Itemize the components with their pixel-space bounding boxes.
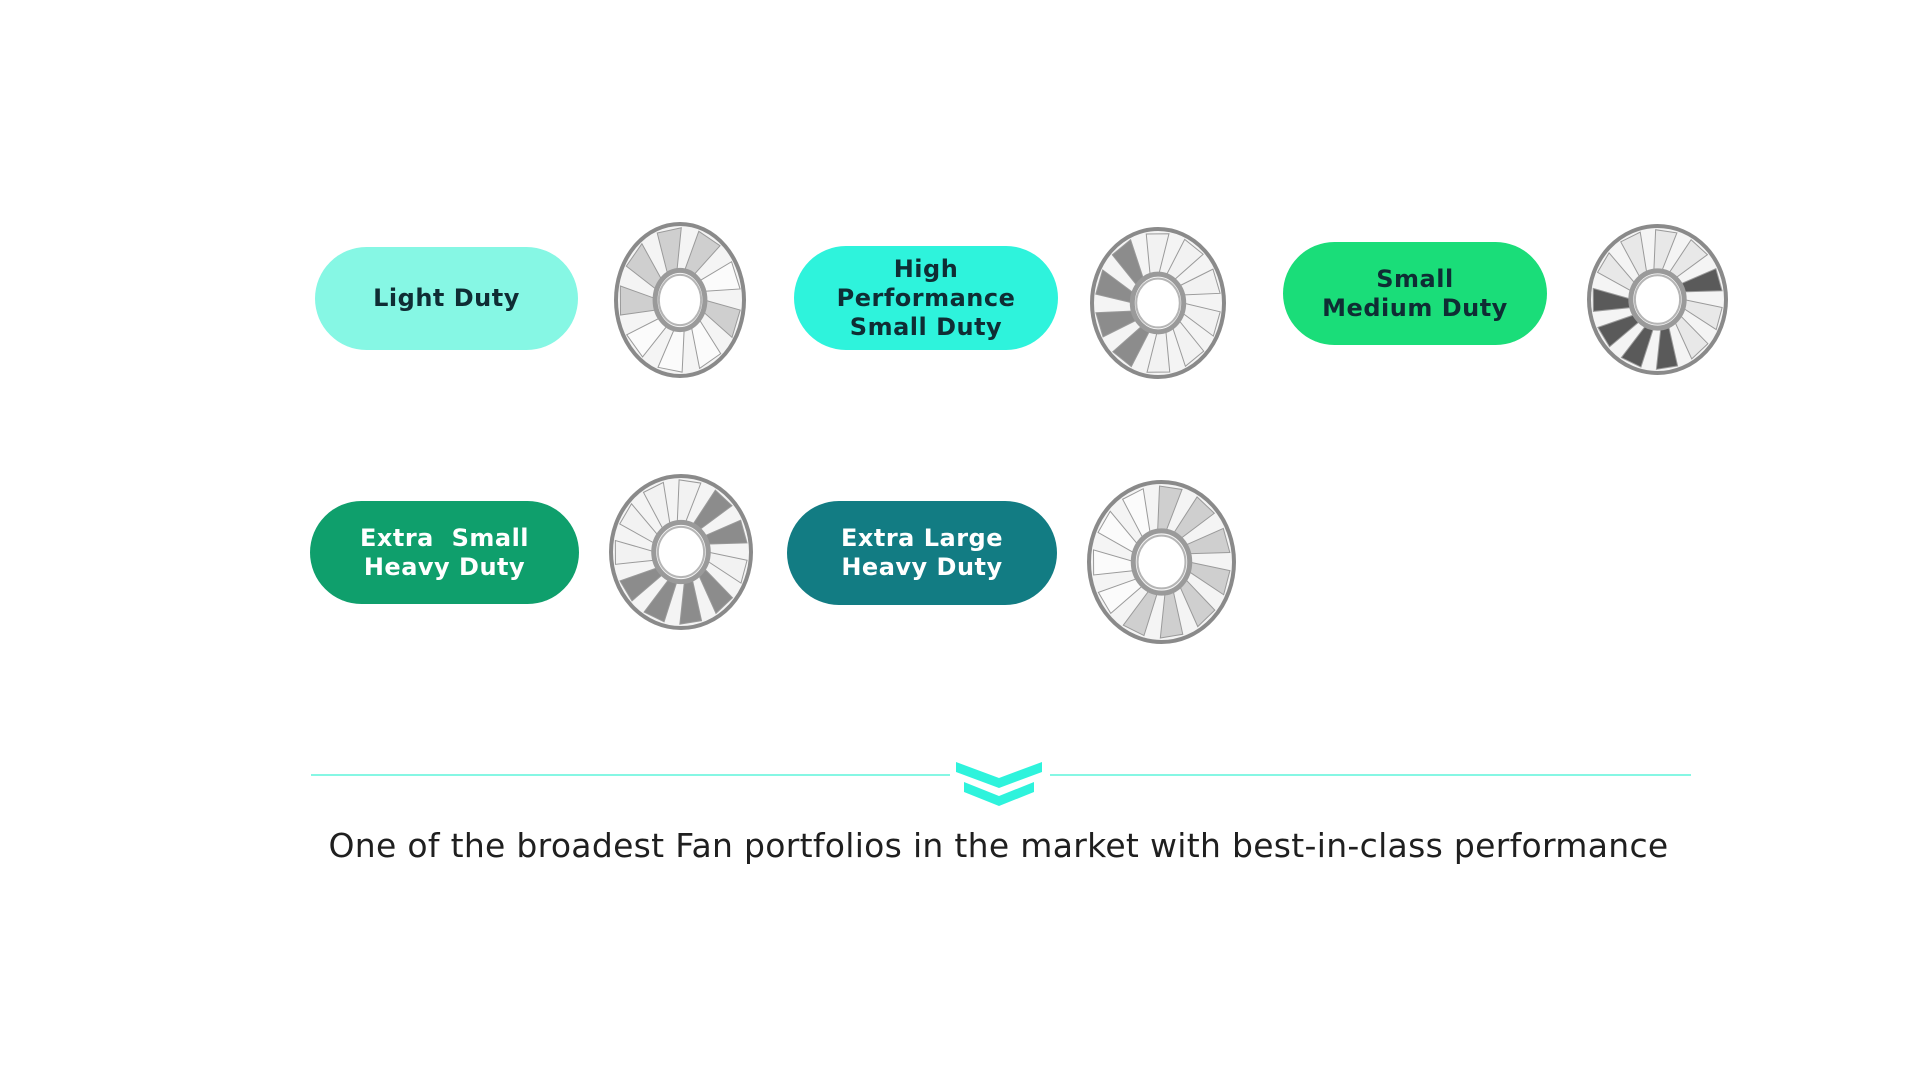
fan-icon: [612, 220, 748, 380]
category-label: Extra Small Heavy Duty: [360, 524, 529, 582]
category-label-line: Medium Duty: [1322, 293, 1508, 322]
category-label-line: High: [893, 254, 959, 283]
category-label: High Performance Small Duty: [837, 255, 1016, 342]
category-label-line: Small: [1376, 264, 1454, 293]
category-label: Light Duty: [373, 284, 520, 313]
category-pill-high-performance-small-duty: High Performance Small Duty: [794, 246, 1058, 350]
category-pill-extra-small-heavy-duty: Extra Small Heavy Duty: [310, 501, 579, 604]
category-label-line: Small Duty: [849, 312, 1003, 341]
category-pill-light-duty: Light Duty: [315, 247, 578, 350]
category-label-line: Heavy Duty: [363, 552, 526, 581]
tagline: One of the broadest Fan portfolios in th…: [328, 826, 1669, 865]
fan-icon: [1085, 478, 1238, 646]
fan-icon: [1585, 222, 1730, 377]
category-pill-small-medium-duty: Small Medium Duty: [1283, 242, 1547, 345]
category-label: Small Medium Duty: [1322, 265, 1508, 323]
fan-icon: [1088, 225, 1228, 381]
category-label: Extra Large Heavy Duty: [841, 524, 1003, 582]
category-pill-extra-large-heavy-duty: Extra Large Heavy Duty: [787, 501, 1057, 605]
category-label-line: Performance: [836, 283, 1016, 312]
category-label-line: Light Duty: [373, 284, 520, 312]
fan-icon: [607, 472, 755, 632]
double-chevron-down-icon: [954, 760, 1044, 812]
category-label-line: Extra Small: [359, 523, 530, 552]
category-label-line: Extra Large: [840, 524, 1003, 552]
category-label-line: Heavy Duty: [841, 553, 1003, 581]
